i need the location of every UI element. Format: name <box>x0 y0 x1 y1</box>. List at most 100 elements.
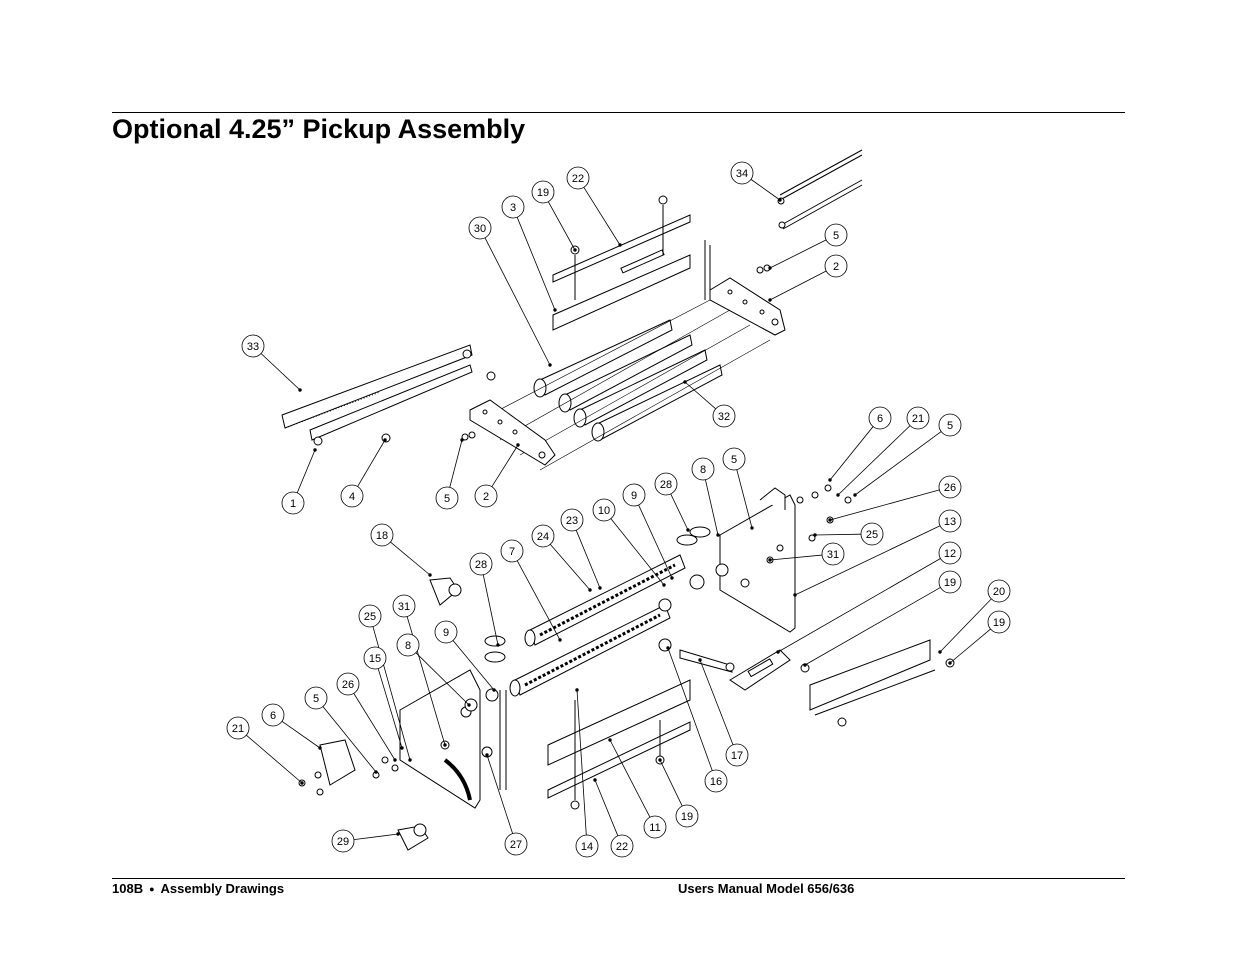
leader-line <box>486 754 513 834</box>
callout-label: 14 <box>581 841 593 853</box>
leader-arrowhead <box>383 438 387 442</box>
callout-circle <box>938 541 962 565</box>
part-top-plate-22 <box>552 195 711 331</box>
callout-label: 23 <box>566 515 578 527</box>
leader-line <box>516 560 561 641</box>
leader-line <box>491 444 519 487</box>
callout-circle <box>725 743 749 767</box>
callout-bubble: 34 <box>730 161 754 185</box>
callout-circle <box>531 524 555 548</box>
callout-circle <box>987 610 1011 634</box>
callout-circle <box>336 672 360 696</box>
part-brush-33 <box>281 344 496 446</box>
callout-circle <box>281 491 305 515</box>
callout-circle <box>396 633 420 657</box>
part-pin-17 <box>679 649 735 673</box>
callout-bubble: 5 <box>824 223 848 247</box>
callout-bubble: 2 <box>474 484 498 508</box>
callout-label: 19 <box>944 577 956 589</box>
leader-arrowhead <box>716 533 720 537</box>
leader-arrowhead <box>803 663 807 667</box>
leader-line <box>684 381 716 410</box>
callout-bubble: 5 <box>435 486 459 510</box>
leader-arrowhead <box>393 758 397 762</box>
leader-arrowhead <box>300 781 304 785</box>
part-shafts-23-24 <box>509 554 686 697</box>
callout-bubble: 16 <box>704 769 728 793</box>
callout-bubble: 24 <box>531 524 555 548</box>
callout-label: 2 <box>483 491 489 503</box>
callout-label: 22 <box>616 841 628 853</box>
leader-line <box>576 689 587 836</box>
callout-circle <box>712 404 736 428</box>
callout-label: 24 <box>537 531 549 543</box>
leader-arrowhead <box>593 778 597 782</box>
callout-bubble: 23 <box>560 508 584 532</box>
leader-line <box>769 554 823 561</box>
leader-line <box>353 693 396 761</box>
callout-circle <box>691 457 715 481</box>
callout-bubble: 13 <box>938 509 962 533</box>
callout-label: 16 <box>710 776 722 788</box>
callout-bubble: 31 <box>392 594 416 618</box>
leader-line <box>484 237 551 366</box>
leader-arrowhead <box>938 650 942 654</box>
part-right-plate <box>715 487 796 633</box>
callout-label: 4 <box>349 491 355 503</box>
part-side-plate-2 <box>469 277 786 466</box>
callout-circle <box>821 542 845 566</box>
leader-line <box>705 479 719 536</box>
callout-bubble: 18 <box>370 523 394 547</box>
callout-circle <box>938 413 962 437</box>
leader-arrowhead <box>828 478 832 482</box>
callout-circle <box>938 509 962 533</box>
leader-line <box>377 668 403 749</box>
part-rollers-30-32 <box>479 299 771 471</box>
leader-arrowhead <box>553 308 557 312</box>
leader-arrowhead <box>662 583 666 587</box>
part-left-bracket-6 <box>298 739 399 796</box>
callout-circle <box>531 180 555 204</box>
callout-label: 19 <box>681 811 693 823</box>
callout-bubble: 1 <box>281 491 305 515</box>
callout-label: 1 <box>290 498 296 510</box>
leader-arrowhead <box>428 573 432 577</box>
callout-bubble: 27 <box>504 832 528 856</box>
leader-line <box>638 504 673 579</box>
part-screws-lower-right <box>766 484 852 564</box>
leader-line <box>659 759 683 807</box>
callout-bubble: 5 <box>938 413 962 437</box>
callout-label: 6 <box>270 710 276 722</box>
leader-line <box>610 518 665 586</box>
footer-separator: ● <box>149 884 155 894</box>
leader-arrowhead <box>768 266 772 270</box>
callout-circle <box>824 254 848 278</box>
callout-circle <box>566 166 590 190</box>
callout-bubble: 6 <box>261 703 285 727</box>
callout-label: 31 <box>398 601 410 613</box>
leader-line <box>452 640 495 691</box>
callout-label: 25 <box>866 529 878 541</box>
callout-label: 17 <box>731 750 743 762</box>
leader-line <box>804 587 941 666</box>
leader-line <box>260 353 301 391</box>
leader-line <box>667 647 713 771</box>
callout-bubble: 22 <box>610 834 634 858</box>
leader-line <box>609 739 651 818</box>
leader-arrowhead <box>460 438 464 442</box>
callout-bubble: 15 <box>363 646 387 670</box>
leader-arrowhead <box>400 746 404 750</box>
callout-circle <box>560 508 584 532</box>
leader-line <box>516 217 556 311</box>
leader-arrowhead <box>598 586 602 590</box>
callout-bubble: 5 <box>304 686 328 710</box>
part-bracket-12 <box>729 649 791 691</box>
callout-circle <box>363 646 387 670</box>
leader-line <box>854 431 942 496</box>
callout-label: 2 <box>833 261 839 273</box>
callout-circle <box>504 832 528 856</box>
callout-circle <box>340 484 364 508</box>
callout-circle <box>575 834 599 858</box>
footer-manual-title: Users Manual Model 656/636 <box>678 881 855 896</box>
callout-circle <box>622 483 646 507</box>
